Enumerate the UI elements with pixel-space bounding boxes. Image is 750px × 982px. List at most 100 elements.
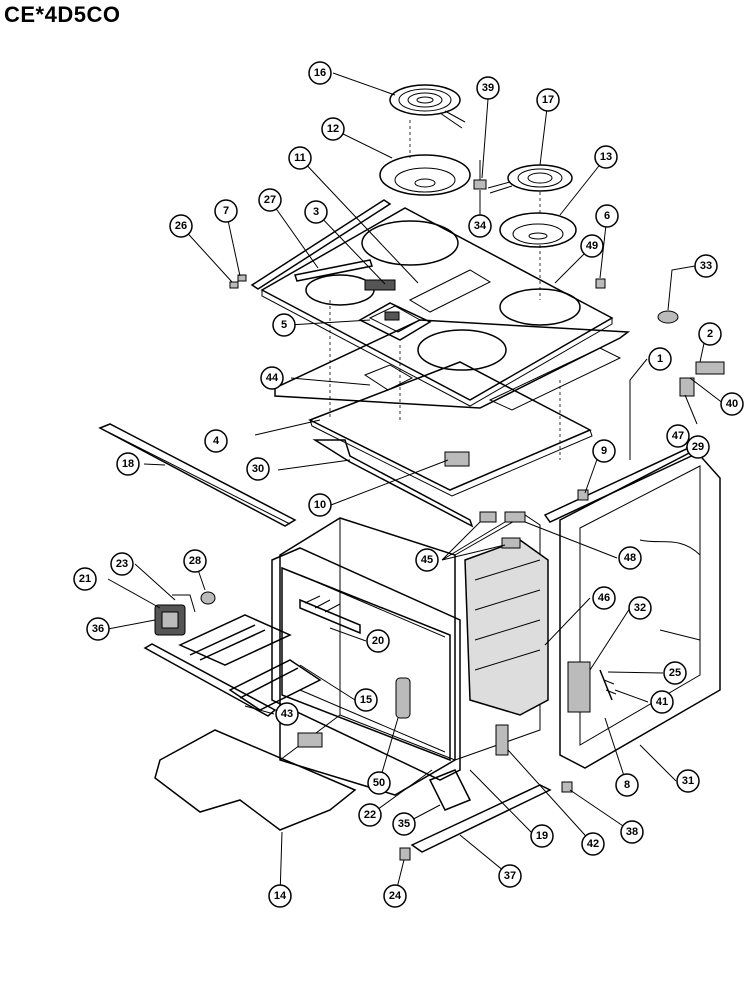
svg-text:8: 8 (624, 779, 630, 791)
bottom-trim-35 (428, 769, 472, 811)
callout-13: 13 (594, 145, 618, 169)
callout-36: 36 (86, 617, 110, 641)
callout-5: 5 (272, 313, 296, 337)
callout-48: 48 (618, 546, 642, 570)
callout-45: 45 (415, 548, 439, 572)
alignment-lines (329, 120, 561, 460)
control-bracket-2 (679, 361, 725, 397)
svg-text:45: 45 (421, 554, 433, 566)
callout-14: 14 (268, 884, 292, 908)
broil-element-20 (299, 595, 361, 635)
bottom-pan-4 (308, 361, 593, 497)
callout-21: 21 (73, 567, 97, 591)
svg-text:44: 44 (266, 372, 279, 384)
svg-text:16: 16 (314, 67, 326, 79)
svg-text:47: 47 (672, 430, 684, 442)
svg-text:46: 46 (598, 592, 610, 604)
callout-9: 9 (592, 439, 616, 463)
callout-40: 40 (720, 392, 744, 416)
svg-text:4: 4 (213, 435, 220, 447)
svg-text:14: 14 (274, 890, 287, 902)
callout-18: 18 (116, 452, 140, 476)
svg-text:20: 20 (372, 635, 384, 647)
callout-4: 4 (204, 429, 228, 453)
svg-text:33: 33 (700, 260, 712, 272)
callout-20: 20 (366, 629, 390, 653)
svg-text:15: 15 (360, 694, 372, 706)
svg-text:30: 30 (252, 463, 264, 475)
thermostat-32 (567, 661, 617, 713)
callout-22: 22 (358, 803, 382, 827)
callout-11: 11 (288, 146, 312, 170)
part-38 (561, 781, 573, 793)
page-title: CE*4D5CO (4, 2, 121, 27)
callout-19: 19 (530, 824, 554, 848)
svg-text:40: 40 (726, 398, 738, 410)
svg-text:43: 43 (281, 708, 293, 720)
callout-42: 42 (581, 832, 605, 856)
callout-32: 32 (628, 596, 652, 620)
callout-30: 30 (246, 457, 270, 481)
callout-7: 7 (214, 199, 238, 223)
part-9 (577, 489, 589, 501)
back-frame-29 (543, 444, 702, 523)
svg-text:34: 34 (474, 220, 487, 232)
panel-43 (143, 643, 277, 717)
callout-47: 47 (666, 424, 690, 448)
svg-text:25: 25 (669, 667, 681, 679)
callout-8: 8 (615, 773, 639, 797)
svg-text:38: 38 (626, 826, 638, 838)
svg-text:31: 31 (682, 775, 694, 787)
callouts: 16 39 17 12 13 11 26 7 27 3 34 6 49 33 5… (73, 61, 744, 908)
light-socket-36 (154, 604, 186, 636)
svg-text:3: 3 (313, 206, 319, 218)
callout-23: 23 (110, 552, 134, 576)
svg-text:28: 28 (189, 555, 201, 567)
svg-text:27: 27 (264, 194, 276, 206)
svg-text:39: 39 (482, 82, 494, 94)
brackets-45 (479, 511, 526, 549)
callout-46: 46 (592, 586, 616, 610)
svg-text:37: 37 (504, 870, 516, 882)
svg-text:50: 50 (373, 777, 385, 789)
svg-text:17: 17 (542, 94, 554, 106)
knob-33 (657, 310, 679, 324)
oven-rack-14 (154, 729, 357, 831)
svg-text:10: 10 (314, 499, 326, 511)
part-26 (229, 281, 239, 289)
callout-43: 43 (275, 702, 299, 726)
switch-5 (358, 302, 432, 341)
callout-34: 34 (468, 214, 492, 238)
svg-text:35: 35 (398, 818, 410, 830)
callout-16: 16 (308, 61, 332, 85)
svg-text:5: 5 (281, 319, 287, 331)
callout-15: 15 (354, 688, 378, 712)
svg-text:36: 36 (92, 623, 104, 635)
svg-text:18: 18 (122, 458, 134, 470)
callout-31: 31 (676, 769, 700, 793)
callout-29: 29 (686, 435, 710, 459)
side-rail-18 (98, 423, 297, 527)
receptacle-39 (473, 160, 487, 190)
callout-6: 6 (595, 204, 619, 228)
svg-text:41: 41 (656, 696, 668, 708)
trim-strip (250, 199, 396, 291)
kick-panel-37 (410, 784, 552, 853)
leader-lines (107, 72, 725, 897)
callout-2: 2 (698, 322, 722, 346)
svg-text:19: 19 (536, 830, 548, 842)
svg-text:22: 22 (364, 809, 376, 821)
light-bulb-28 (200, 591, 216, 605)
bracket-30 (312, 439, 474, 528)
svg-text:7: 7 (223, 205, 229, 217)
svg-text:48: 48 (624, 552, 636, 564)
insulation-46 (464, 539, 549, 716)
callout-39: 39 (476, 76, 500, 100)
callout-27: 27 (258, 188, 282, 212)
svg-text:29: 29 (692, 441, 704, 453)
callout-10: 10 (308, 493, 332, 517)
svg-text:49: 49 (586, 240, 598, 252)
lamp-cover-23 (172, 594, 196, 613)
surface-element-16 (389, 84, 466, 129)
